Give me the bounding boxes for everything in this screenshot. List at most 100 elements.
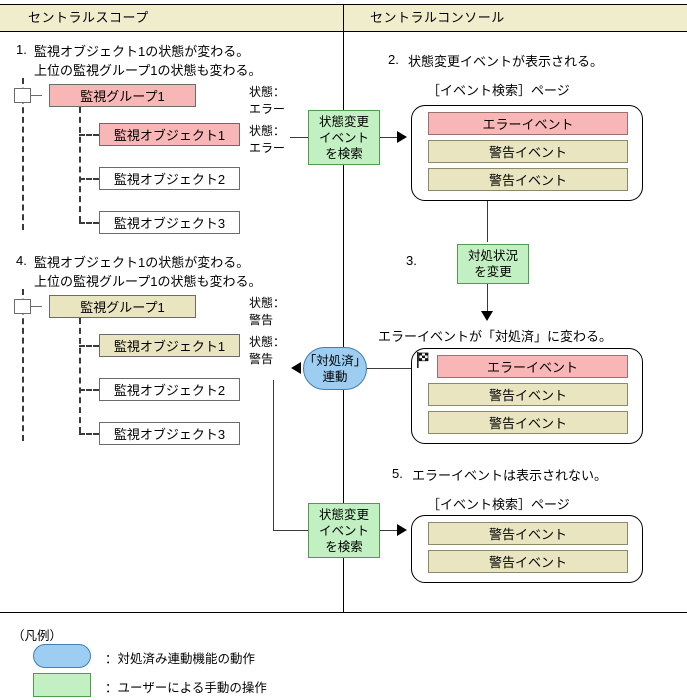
- action-search-events-2-line1: 状態変更: [318, 507, 369, 522]
- tree-bottom-spine: [22, 289, 24, 441]
- tree-bottom-twig-3: [79, 433, 99, 435]
- step-5-number: 5.: [392, 466, 403, 481]
- action-search-events-1[interactable]: 状態変更 イベント を検索: [308, 110, 380, 165]
- tree-bottom-group-label: 監視グループ1: [80, 300, 165, 315]
- tree-top-object-2-label: 監視オブジェクト2: [113, 172, 226, 187]
- tree-top-branch: [79, 107, 81, 222]
- connector-panel-2-to-interlock: [365, 368, 411, 369]
- event-panel-1-row-1[interactable]: エラーイベント: [428, 112, 628, 135]
- legend-text-manual: ：ユーザーによる手動の操作: [105, 681, 267, 695]
- connector-scope-down: [273, 380, 274, 530]
- connector-panel-1-to-change-status: [487, 201, 488, 242]
- checkered-flag-icon: [417, 352, 429, 368]
- event-panel-3-row-1-label: 警告イベント: [488, 527, 567, 542]
- legend-divider: [0, 612, 687, 613]
- event-panel-1-row-1-label: エラーイベント: [482, 117, 574, 132]
- step-1-number: 1.: [16, 42, 27, 57]
- step-4-number: 4.: [16, 253, 27, 268]
- event-panel-2-row-1-label: エラーイベント: [486, 360, 578, 375]
- tree-bottom-root-node: [14, 299, 31, 314]
- action-interlock-line1: 「対処済」: [303, 353, 367, 368]
- tree-top-spine: [22, 78, 24, 230]
- tree-top-twig-2: [79, 178, 99, 180]
- arrow-search-1-to-panel: [397, 131, 407, 143]
- event-panel-3-row-2-label: 警告イベント: [488, 555, 567, 570]
- column-divider: [343, 4, 344, 612]
- step-4-line2: 上位の監視グループ1の状態も変わる。: [34, 274, 262, 289]
- legend-title: （凡例）: [12, 629, 63, 643]
- tree-top-object-3[interactable]: 監視オブジェクト3: [99, 211, 240, 234]
- tree-top-object-status-label: 状態：: [249, 124, 286, 138]
- event-panel-2-row-1[interactable]: エラーイベント: [437, 355, 628, 378]
- event-panel-1-row-2[interactable]: 警告イベント: [428, 140, 628, 163]
- arrow-change-status-down: [481, 311, 493, 321]
- step-1-line2: 上位の監視グループ1の状態も変わる。: [34, 63, 262, 78]
- step-2-page-label: ［イベント検索］ページ: [427, 83, 570, 98]
- tree-top-object-status-value: エラー: [249, 141, 286, 155]
- event-panel-1-row-3-label: 警告イベント: [488, 173, 567, 188]
- tree-top-object-2[interactable]: 監視オブジェクト2: [99, 167, 240, 190]
- tree-top-group-node[interactable]: 監視グループ1: [49, 84, 196, 107]
- event-panel-2-row-3[interactable]: 警告イベント: [428, 411, 628, 434]
- action-change-status[interactable]: 対処状況 を変更: [457, 244, 529, 284]
- action-change-status-line2: を変更: [474, 265, 512, 279]
- connector-search-2-to-panel: [380, 530, 397, 531]
- step-1-line1: 監視オブジェクト1の状態が変わる。: [34, 44, 250, 59]
- event-panel-3-row-2[interactable]: 警告イベント: [428, 550, 628, 573]
- tree-bottom-object-2[interactable]: 監視オブジェクト2: [99, 378, 240, 401]
- action-change-status-line1: 対処状況: [467, 249, 518, 263]
- tree-top-object-1[interactable]: 監視オブジェクト1: [99, 123, 240, 146]
- arrow-interlock-to-scope: [291, 362, 301, 374]
- tree-bottom-object-status-label: 状態：: [249, 335, 286, 349]
- tree-top-root-stub: [31, 95, 42, 96]
- event-panel-3-row-1[interactable]: 警告イベント: [428, 522, 628, 545]
- tree-bottom-group-node[interactable]: 監視グループ1: [49, 295, 196, 318]
- header-right-title: セントラルコンソール: [370, 10, 505, 25]
- step-2-number: 2.: [388, 52, 399, 67]
- step-5-text: エラーイベントは表示されない。: [412, 468, 608, 483]
- event-panel-2-row-3-label: 警告イベント: [488, 416, 567, 431]
- action-search-events-1-line2: イベント: [318, 130, 369, 145]
- connector-search-1-to-panel: [380, 137, 397, 138]
- action-interlock[interactable]: 「対処済」 連動: [303, 347, 367, 390]
- tree-top-twig-1: [79, 134, 99, 136]
- header-left-title: セントラルスコープ: [28, 10, 149, 25]
- legend-text-interlock: ：対処済み連動機能の動作: [105, 652, 256, 666]
- event-panel-1-row-3[interactable]: 警告イベント: [428, 168, 628, 191]
- tree-bottom-twig-2: [79, 389, 99, 391]
- tree-top-object-3-label: 監視オブジェクト3: [113, 216, 226, 231]
- connector-status-to-search-1: [290, 137, 308, 138]
- tree-top-root-node: [14, 88, 31, 103]
- step-3-result-text: エラーイベントが「対処済」に変わる。: [378, 329, 613, 344]
- tree-bottom-object-3-label: 監視オブジェクト3: [113, 427, 226, 442]
- tree-top-group-status-value: エラー: [249, 102, 286, 116]
- connector-scope-to-search-2: [273, 530, 308, 531]
- tree-bottom-object-3[interactable]: 監視オブジェクト3: [99, 422, 240, 445]
- tree-bottom-object-2-label: 監視オブジェクト2: [113, 383, 226, 398]
- tree-top-group-label: 監視グループ1: [80, 89, 165, 104]
- step-2-text: 状態変更イベントが表示される。: [408, 54, 604, 69]
- action-search-events-2[interactable]: 状態変更 イベント を検索: [308, 503, 380, 558]
- connector-change-status-to-result: [487, 284, 488, 311]
- tree-bottom-object-status-value: 警告: [249, 352, 274, 366]
- tree-top-twig-3: [79, 222, 99, 224]
- action-search-events-2-line3: を検索: [325, 539, 363, 554]
- legend-swatch-manual: [33, 673, 91, 697]
- tree-top-object-1-label: 監視オブジェクト1: [113, 128, 226, 143]
- action-search-events-2-line2: イベント: [318, 523, 369, 538]
- event-panel-1-row-2-label: 警告イベント: [488, 145, 567, 160]
- step-3-number: 3.: [406, 253, 417, 268]
- tree-bottom-object-1[interactable]: 監視オブジェクト1: [99, 334, 240, 357]
- step-5-page-label: ［イベント検索］ページ: [427, 497, 570, 512]
- tree-bottom-object-1-label: 監視オブジェクト1: [113, 339, 226, 354]
- action-search-events-1-line1: 状態変更: [318, 114, 369, 129]
- step-4-line1: 監視オブジェクト1の状態が変わる。: [34, 255, 250, 270]
- tree-bottom-twig-1: [79, 345, 99, 347]
- action-interlock-line2: 連動: [322, 369, 348, 384]
- tree-bottom-group-status-value: 警告: [249, 313, 274, 327]
- event-panel-2-row-2[interactable]: 警告イベント: [428, 383, 628, 406]
- action-search-events-1-line3: を検索: [325, 146, 363, 161]
- tree-bottom-root-stub: [31, 306, 42, 307]
- tree-bottom-branch: [79, 318, 81, 433]
